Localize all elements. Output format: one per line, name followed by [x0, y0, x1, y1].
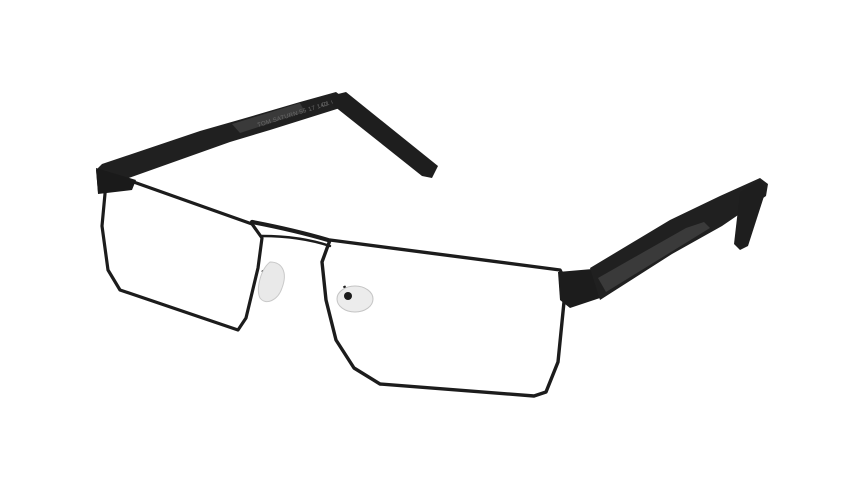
frame-bridge [249, 219, 332, 248]
right-temple-texture [598, 222, 710, 292]
left-nose-pad [257, 261, 285, 303]
left-temple-tip [330, 92, 438, 178]
left-hinge [96, 168, 136, 194]
left-temple-texture [232, 103, 305, 133]
left-temple-arm: TOM SATURN 55 17 140 C1 003 [96, 92, 344, 192]
temple-print-color-code: C1 [321, 101, 331, 109]
right-lens-rim [320, 238, 568, 398]
right-temple-arm [590, 178, 768, 300]
left-lens-rim [100, 178, 264, 332]
right-nose-pad [336, 285, 374, 313]
right-temple-tip [734, 180, 766, 250]
